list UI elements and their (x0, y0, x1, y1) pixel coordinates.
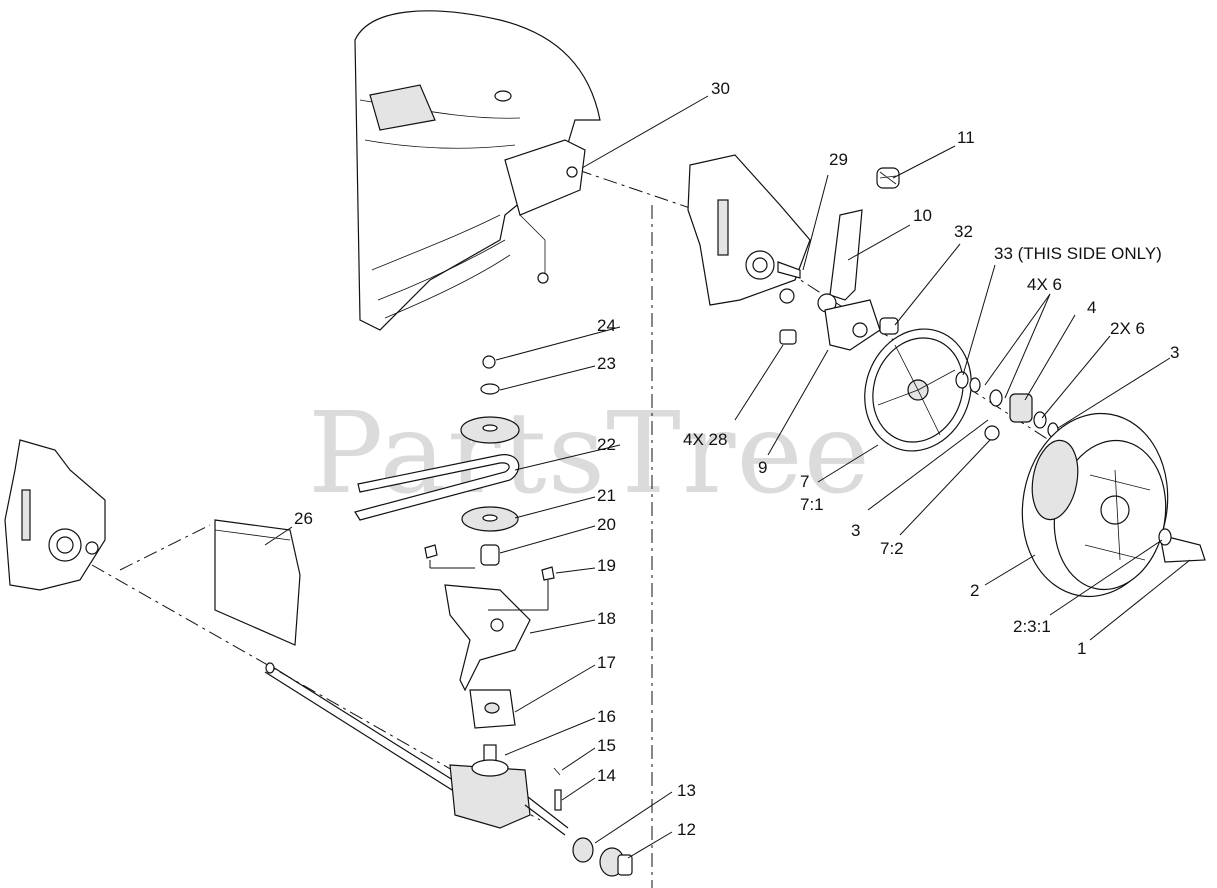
washers-and-pinion (955, 371, 1059, 441)
mower-housing (354, 10, 601, 331)
label-17: 17 (597, 653, 616, 672)
wheel-bracket (779, 299, 899, 351)
pulley-stack (460, 355, 520, 566)
height-adjust-lever (817, 167, 900, 313)
label-16: 16 (597, 707, 616, 726)
label-29: 29 (829, 150, 848, 169)
label-15: 15 (597, 736, 616, 755)
label-7: 7 (800, 472, 809, 491)
mounting-plate (469, 689, 516, 729)
label-2x6: 2X 6 (1110, 319, 1145, 338)
label-4x28: 4X 28 (683, 430, 727, 449)
label-21: 21 (597, 486, 616, 505)
label-18: 18 (597, 609, 616, 628)
drive-gear-disc (864, 328, 972, 452)
label-4: 4 (1087, 298, 1096, 317)
part-labels: 30 29 11 10 32 33 (THIS SIDE ONLY) 4X 6 … (294, 79, 1179, 839)
label-23: 23 (597, 354, 616, 373)
leader-lines (264, 95, 1191, 859)
label-10: 10 (913, 206, 932, 225)
side-plate-right (687, 154, 811, 306)
label-24: 24 (597, 316, 616, 335)
spring-pin (553, 767, 562, 811)
label-32: 32 (954, 222, 973, 241)
label-12: 12 (677, 820, 696, 839)
label-33: 33 (THIS SIDE ONLY) (994, 244, 1162, 263)
label-30: 30 (711, 79, 730, 98)
label-4x6: 4X 6 (1027, 275, 1062, 294)
wheel (1021, 412, 1206, 598)
label-11: 11 (957, 128, 975, 147)
watermark: PartsTree (308, 389, 871, 519)
axle-bushing-gear (572, 837, 633, 877)
axle-shaft (264, 662, 465, 796)
label-22: 22 (597, 435, 616, 454)
label-20: 20 (597, 515, 616, 534)
label-2-3-1: 2:3:1 (1013, 617, 1051, 636)
label-7-1: 7:1 (800, 495, 824, 514)
label-9: 9 (758, 458, 767, 477)
label-19: 19 (597, 556, 616, 575)
label-3-right: 3 (1170, 343, 1179, 362)
label-14: 14 (597, 766, 616, 785)
side-plate-left (4, 439, 106, 591)
label-2: 2 (970, 581, 979, 600)
label-26: 26 (294, 509, 313, 528)
label-3-lower: 3 (851, 521, 860, 540)
drive-belt (354, 454, 520, 521)
idler-bracket (424, 544, 555, 692)
label-7-2: 7:2 (880, 539, 904, 558)
transmission (449, 744, 569, 836)
label-13: 13 (677, 781, 696, 800)
shield-panel (214, 519, 301, 646)
label-1: 1 (1077, 639, 1086, 658)
